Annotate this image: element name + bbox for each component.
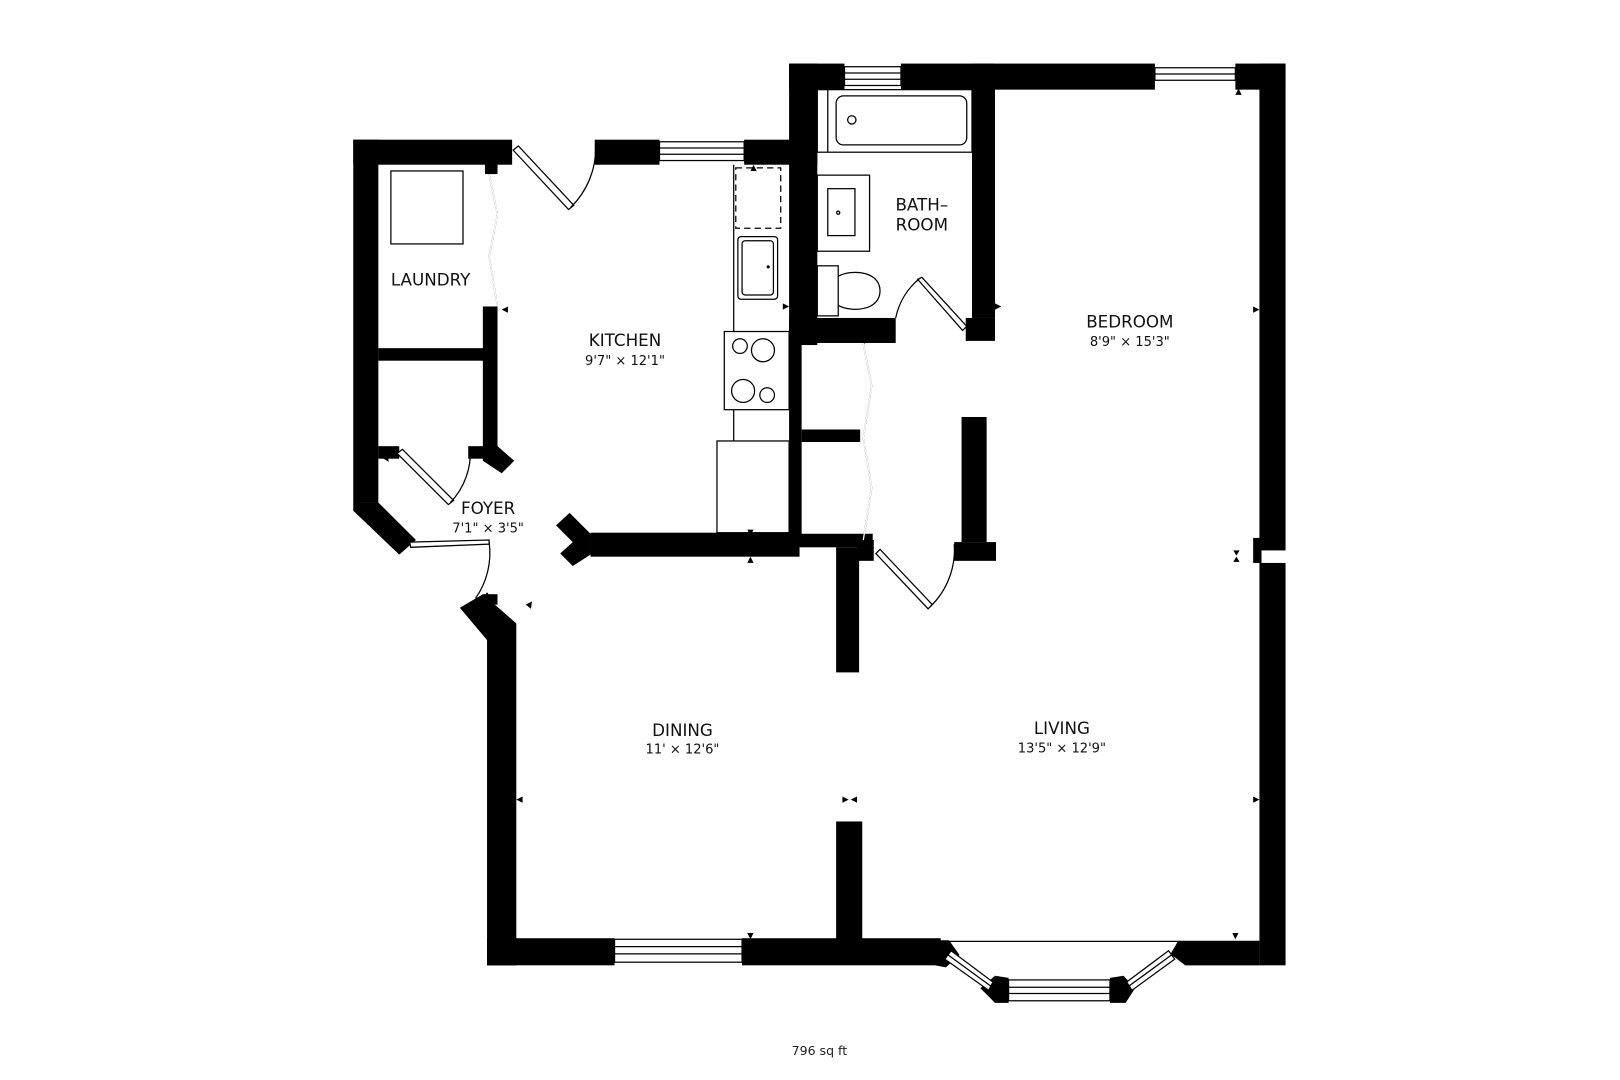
bathroom-door xyxy=(895,276,968,332)
refrigerator-icon xyxy=(735,167,782,229)
dining-label: DINING xyxy=(652,720,713,740)
foyer-dimensions: 7'1" × 3'5" xyxy=(452,522,524,537)
bedroom-dimensions: 8'9" × 15'3" xyxy=(1090,335,1170,350)
toilet-icon xyxy=(816,265,881,317)
total-area: 796 sq ft xyxy=(792,1043,848,1058)
bedroom-window xyxy=(1154,67,1237,81)
closet-door xyxy=(396,448,472,506)
windows xyxy=(613,66,1260,1002)
closet-bifold-door xyxy=(862,343,873,541)
walls xyxy=(353,63,1286,1003)
stove-icon xyxy=(723,330,790,411)
doors xyxy=(396,145,968,610)
living-dimensions: 13'5" × 12'9" xyxy=(1018,742,1106,757)
kitchen-counter xyxy=(716,440,790,534)
bathroom-window xyxy=(843,66,902,87)
dining-dimensions: 11' × 12'6" xyxy=(646,743,720,758)
laundry-bifold-door xyxy=(488,173,499,307)
bathroom-label-line1: BATH– xyxy=(895,195,948,215)
foyer-label: FOYER xyxy=(461,498,516,518)
dining-window xyxy=(613,938,743,963)
bathroom-label-line2: ROOM xyxy=(896,214,948,234)
living-bay-window xyxy=(859,940,1260,1002)
bathtub-icon xyxy=(816,89,973,153)
fixtures xyxy=(390,89,973,534)
room-labels: LAUNDRY KITCHEN 9'7" × 12'1" BATH– ROOM … xyxy=(391,195,1174,1058)
bedroom-label: BEDROOM xyxy=(1086,311,1173,331)
bedroom-door xyxy=(874,544,956,610)
kitchen-window xyxy=(658,141,745,162)
living-label: LIVING xyxy=(1034,718,1090,738)
kitchen-exterior-door xyxy=(512,145,597,211)
bathroom-sink-icon xyxy=(816,174,871,252)
laundry-label: LAUNDRY xyxy=(391,270,471,290)
front-door xyxy=(408,539,491,599)
kitchen-dimensions: 9'7" × 12'1" xyxy=(585,354,665,369)
dimension-markers xyxy=(383,88,1260,940)
kitchen-label: KITCHEN xyxy=(589,330,661,350)
kitchen-sink-icon xyxy=(737,236,779,300)
washer-dryer-icon xyxy=(390,170,464,245)
